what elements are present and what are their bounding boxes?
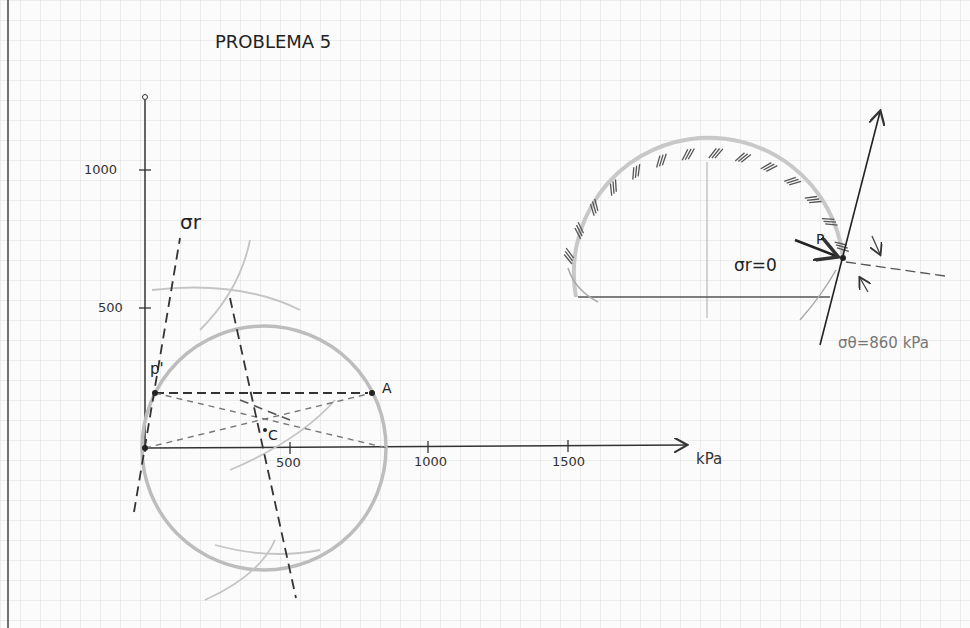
- hatch-stroke: [635, 166, 636, 178]
- point-label: A: [382, 381, 392, 395]
- hatch-stroke: [638, 164, 640, 176]
- construction-lines: [134, 238, 387, 598]
- compass-arcs: [152, 240, 335, 600]
- y-axis: [144, 100, 146, 452]
- axis-value: 500: [98, 301, 123, 314]
- hatch-stroke: [613, 181, 614, 193]
- axis-value: 1500: [552, 455, 585, 468]
- ticks: [139, 170, 568, 454]
- compass-arc: [800, 270, 836, 320]
- hatch-stroke: [764, 164, 775, 170]
- stress-note: σθ=860 kPa: [838, 336, 929, 351]
- point-a: [369, 390, 375, 396]
- stress-note: σr=0: [734, 257, 777, 274]
- point-label: P: [816, 232, 824, 246]
- normal-line: [846, 262, 945, 276]
- point-p: [840, 255, 846, 261]
- sheet-title: PROBLEMA 5: [215, 33, 331, 51]
- hatch-stroke: [566, 248, 573, 258]
- hatch-stroke: [822, 218, 834, 220]
- pole-point: [152, 390, 158, 396]
- hatch-stroke: [575, 228, 581, 239]
- hatch-stroke: [789, 181, 801, 185]
- stress-arrow: [860, 278, 868, 292]
- point-label: p': [150, 362, 164, 377]
- hatch-stroke: [577, 225, 583, 236]
- hatch-stroke: [595, 199, 598, 211]
- axis-unit: kPa: [696, 452, 722, 467]
- hatch-stroke: [662, 154, 666, 166]
- point-label: C: [268, 428, 278, 442]
- tunnel-outline: [574, 138, 843, 297]
- tunnel-axis: [707, 162, 708, 318]
- hatch-stroke: [633, 167, 634, 179]
- origin-point: [142, 445, 148, 451]
- hatch-stroke: [741, 155, 751, 163]
- page-edge: [7, 0, 9, 628]
- tangent-line: [820, 112, 880, 345]
- axis-value: 1000: [414, 455, 447, 468]
- stress-arrow: [872, 236, 880, 254]
- mohr-circle: [142, 326, 386, 570]
- axis-value: 1000: [84, 163, 117, 176]
- hatch-stroke: [682, 149, 688, 160]
- axis-value: 500: [276, 456, 301, 469]
- hatch-stroke: [837, 248, 849, 252]
- compass-arc: [568, 268, 598, 302]
- hatch-stroke: [615, 179, 617, 191]
- hatch-stroke: [610, 184, 611, 196]
- rock-hatching: [564, 148, 849, 264]
- pointer-arrow: [795, 240, 836, 256]
- hatch-stroke: [766, 166, 777, 172]
- hatch-stroke: [809, 202, 821, 203]
- centre-point: [263, 428, 267, 432]
- hatch-stroke: [825, 224, 837, 225]
- pole-line: [240, 400, 290, 420]
- hatch-stroke: [824, 221, 836, 223]
- hatch-stroke: [715, 149, 723, 158]
- hatch-stroke: [805, 197, 817, 199]
- stress-symbol: σr: [180, 212, 201, 232]
- hatch-stroke: [685, 149, 691, 160]
- hatch-stroke: [807, 199, 819, 200]
- x-axis: [145, 445, 686, 448]
- axis-end: [143, 95, 148, 100]
- tunnel-floor: [578, 296, 830, 298]
- hatch-stroke: [578, 222, 583, 233]
- hatch-stroke: [688, 149, 694, 160]
